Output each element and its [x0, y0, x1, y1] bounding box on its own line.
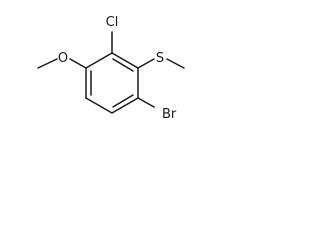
bond-ring-sulfur: [137, 58, 155, 69]
bond-oxygen-methyl: [37, 58, 58, 69]
chlorine-atom-label: Cl: [106, 15, 119, 30]
ring-double-bond-c3-c4: [112, 94, 134, 108]
bond-sulfur-methyl: [166, 58, 185, 69]
oxygen-atom-label: O: [58, 51, 68, 66]
bond-ring-oxygen: [69, 58, 87, 69]
bromine-atom-label: Br: [162, 107, 177, 122]
bond-ring-bromine: [137, 97, 155, 108]
ring-bond-c1-c2: [111, 52, 139, 69]
chemical-structure-diagram: Cl S O Br: [37, 15, 185, 122]
sulfur-atom-label: S: [156, 51, 164, 66]
benzene-ring: [85, 52, 139, 114]
ring-bond-c3-c4: [111, 97, 139, 114]
ring-double-bond-c1-c2: [112, 58, 134, 72]
ring-bond-c6-c1: [85, 52, 113, 69]
ring-bond-c4-c5: [85, 97, 113, 114]
